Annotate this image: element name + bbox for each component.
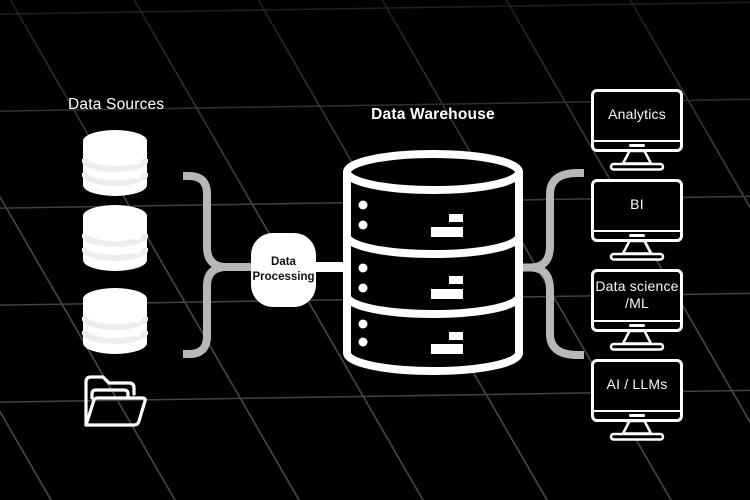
- database-icon: [82, 288, 148, 354]
- connector-processing-to-warehouse: [312, 262, 346, 272]
- monitor-screen: Data science /ML: [591, 269, 683, 332]
- warehouse-tier-details: [358, 200, 463, 354]
- monitor-bezel: [594, 139, 680, 142]
- monitor-data-science-ml: Data science /ML: [591, 269, 683, 351]
- monitor-label-line: AI / LLMs: [606, 376, 668, 393]
- monitor-label: BI: [630, 196, 644, 212]
- monitor-notch: [629, 323, 645, 327]
- monitor-notch: [629, 413, 645, 417]
- monitor-stand-icon: [609, 421, 665, 441]
- monitor-ai-llms: AI / LLMs: [591, 359, 683, 441]
- database-icon: [82, 130, 148, 196]
- data-processing-node: Data Processing: [251, 233, 316, 307]
- monitor-stand-icon: [609, 151, 665, 171]
- data-warehouse-label: Data Warehouse: [371, 106, 495, 123]
- data-warehouse-icon: [343, 150, 523, 375]
- database-icon: [82, 205, 148, 271]
- monitor-notch: [629, 143, 645, 147]
- monitor-label-line: /ML: [625, 294, 649, 311]
- monitor-label: AI / LLMs: [607, 376, 668, 392]
- data-sources-label: Data Sources: [68, 96, 165, 113]
- folder-open-icon: [84, 375, 147, 427]
- monitor-label-line: BI: [630, 196, 644, 213]
- curly-brace-left-icon: [183, 172, 253, 358]
- monitor-stand-icon: [609, 331, 665, 351]
- monitor-analytics: Analytics: [591, 89, 683, 171]
- monitor-bezel: [594, 229, 680, 232]
- monitor-label-line: Data science: [595, 278, 679, 295]
- monitor-label: Analytics: [608, 106, 666, 122]
- monitor-stand-icon: [609, 241, 665, 261]
- monitor-bezel: [594, 319, 680, 322]
- monitor-label-line: Analytics: [608, 106, 666, 123]
- monitor-label: Data science /ML: [595, 278, 678, 310]
- curly-brace-right-icon: [522, 169, 584, 359]
- monitor-bi: BI: [591, 179, 683, 261]
- monitor-notch: [629, 233, 645, 237]
- monitor-screen: Analytics: [591, 89, 683, 152]
- monitor-screen: AI / LLMs: [591, 359, 683, 422]
- data-processing-label-line2: Processing: [252, 271, 315, 283]
- data-processing-label-line1: Data: [271, 256, 296, 269]
- monitor-screen: BI: [591, 179, 683, 242]
- monitor-bezel: [594, 409, 680, 412]
